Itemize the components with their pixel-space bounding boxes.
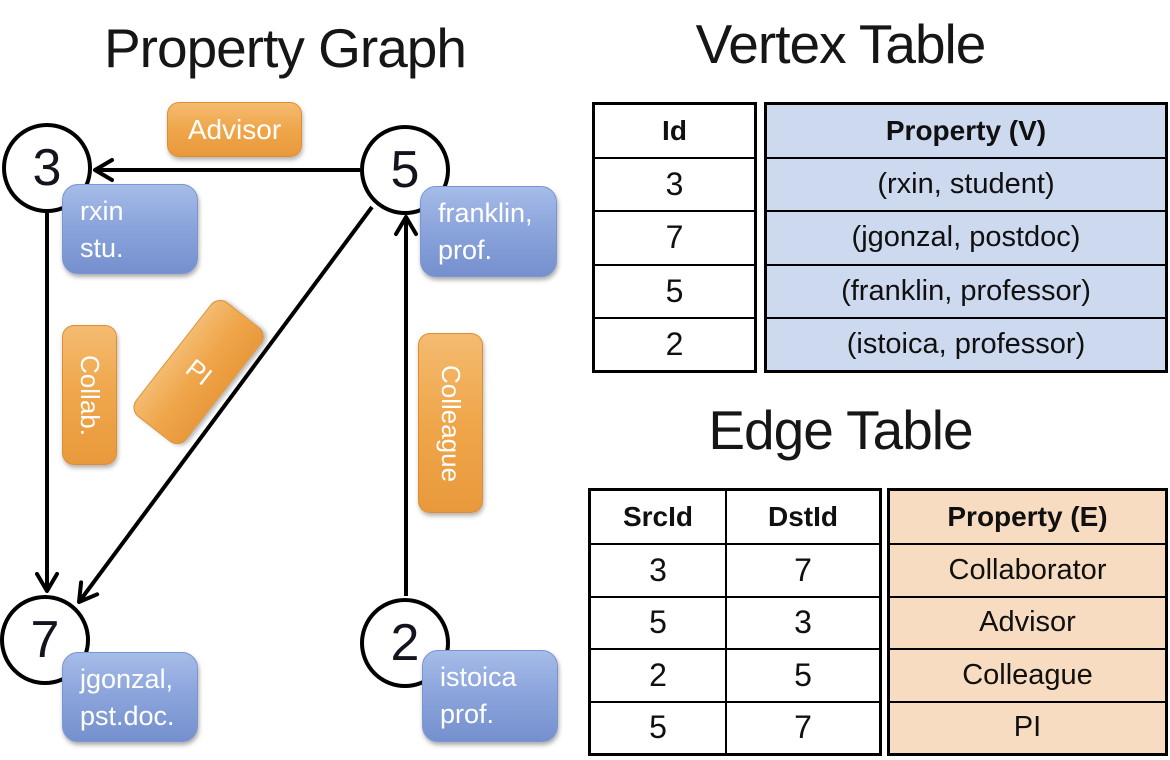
- vertex-label-istoica: istoica prof.: [422, 650, 558, 742]
- edge-property-cell: PI: [1013, 711, 1042, 744]
- table-row: (jgonzal, postdoc): [767, 210, 1165, 263]
- vertex-table-title: Vertex Table: [695, 13, 987, 75]
- property-graph-title: Property Graph: [103, 17, 467, 79]
- vertex-label-line2: pst.doc.: [80, 701, 175, 731]
- table-row: (franklin, professor): [767, 263, 1165, 317]
- vertex-property-cell: (franklin, professor): [841, 274, 1091, 307]
- edge-label-text: PI: [179, 352, 218, 391]
- table-row: 7: [595, 210, 754, 263]
- vertex-table-property-column: Property (V) (rxin, student) (jgonzal, p…: [764, 102, 1168, 373]
- vertex-label-line1: istoica: [440, 662, 517, 692]
- edge-property-cell: Advisor: [979, 606, 1076, 639]
- edge-label-text: Collab.: [75, 354, 105, 436]
- vertex-table-header-property: Property (V): [885, 115, 1047, 146]
- vertex-id-cell: 5: [665, 272, 684, 309]
- table-row: 3: [595, 157, 754, 210]
- edge-dst-cell: 5: [725, 650, 879, 701]
- table-row: 5 3: [591, 595, 879, 648]
- vertex-label-jgonzal: jgonzal, pst.doc.: [62, 652, 198, 742]
- edge-table-header-property: Property (E): [947, 501, 1108, 532]
- vertex-circle-5: 5: [360, 125, 450, 215]
- table-row: 5 7: [591, 700, 879, 753]
- vertex-label-franklin: franklin, prof.: [420, 186, 557, 277]
- table-row: 2: [595, 316, 754, 370]
- vertex-id: 3: [32, 139, 62, 197]
- vertex-id-cell: 3: [665, 166, 684, 203]
- vertex-circle-2: 2: [360, 598, 450, 688]
- edge-label-advisor: Advisor: [167, 102, 302, 157]
- table-row: 3 7: [591, 543, 879, 596]
- edge-table-property-column: Property (E) Collaborator Advisor Collea…: [887, 488, 1168, 756]
- vertex-id-cell: 7: [665, 219, 684, 256]
- vertex-id-cell: 2: [665, 325, 684, 362]
- table-row: Colleague: [890, 648, 1165, 701]
- edge-table-header-dstid: DstId: [725, 491, 879, 543]
- edge-table-header-srcid: SrcId: [622, 501, 694, 532]
- edge-dst-cell: 7: [725, 545, 879, 596]
- table-row: Advisor: [890, 595, 1165, 649]
- vertex-table-header-id: Id: [662, 115, 687, 146]
- edge-property-cell: Collaborator: [948, 553, 1107, 586]
- vertex-label-line2: prof.: [440, 699, 495, 729]
- vertex-label-line1: rxin: [80, 196, 124, 226]
- vertex-property-cell: (istoica, professor): [846, 327, 1086, 360]
- edge-label-text: Colleague: [436, 364, 466, 482]
- vertex-label-line1: franklin,: [438, 198, 533, 228]
- edge-property-cell: Colleague: [962, 658, 1093, 691]
- vertex-label-line2: stu.: [80, 233, 124, 263]
- table-row: 2 5: [591, 648, 879, 701]
- graph-edges-canvas: [35, 158, 418, 604]
- vertex-label-line2: prof.: [438, 235, 493, 265]
- table-row: 5: [595, 263, 754, 317]
- vertex-property-cell: (jgonzal, postdoc): [851, 221, 1081, 254]
- table-row: Collaborator: [890, 543, 1165, 596]
- vertex-id: 5: [390, 141, 420, 199]
- edge-label-collab: Collab.: [62, 325, 117, 465]
- edge-table-title: Edge Table: [708, 399, 973, 461]
- table-row: (rxin, student): [767, 157, 1165, 210]
- vertex-label-line1: jgonzal,: [80, 664, 174, 694]
- edge-table-id-columns: SrcId DstId 3 7 5 3 2 5 5 7: [588, 488, 882, 756]
- edge-dst-cell: 7: [725, 702, 879, 753]
- edge-src-cell: 2: [649, 656, 667, 693]
- vertex-label-rxin: rxin stu.: [62, 184, 198, 274]
- vertex-id: 2: [390, 614, 420, 672]
- edge-arrow-5-to-7-pi: [77, 205, 374, 604]
- vertex-table-id-column: Id 3 7 5 2: [592, 102, 757, 373]
- edge-src-cell: 3: [649, 551, 667, 588]
- edge-dst-cell: 3: [725, 597, 879, 648]
- table-row: (istoica, professor): [767, 316, 1165, 370]
- edge-label-text: Advisor: [187, 113, 282, 145]
- table-row: PI: [890, 700, 1165, 754]
- edge-src-cell: 5: [649, 709, 667, 746]
- vertex-property-cell: (rxin, student): [877, 168, 1055, 201]
- vertex-id: 7: [30, 611, 60, 669]
- edge-label-colleague: Colleague: [418, 333, 483, 513]
- edge-src-cell: 5: [649, 604, 667, 641]
